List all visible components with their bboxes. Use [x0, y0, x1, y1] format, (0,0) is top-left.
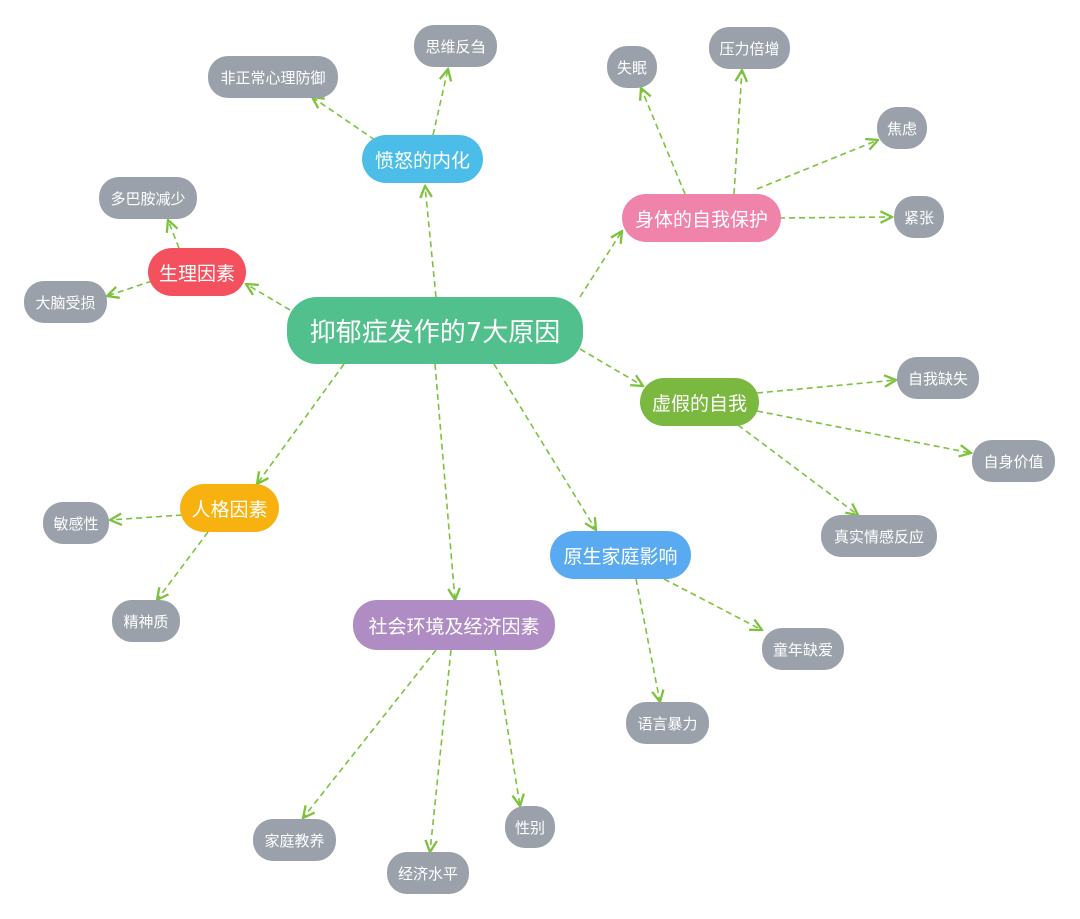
- branch-anger-internalization[interactable]: 愤怒的内化: [362, 135, 483, 183]
- connector-arrow: [434, 363, 455, 600]
- leaf-economic-level[interactable]: 经济水平: [387, 852, 469, 894]
- leaf-true-emotion[interactable]: 真实情感反应: [821, 515, 937, 557]
- connector-arrow: [110, 515, 183, 520]
- connector-arrow: [493, 363, 596, 530]
- leaf-self-loss[interactable]: 自我缺失: [897, 357, 979, 399]
- connector-arrow: [733, 70, 742, 195]
- leaf-pressure[interactable]: 压力倍增: [709, 27, 790, 69]
- leaf-rumination[interactable]: 思维反刍: [414, 25, 497, 67]
- branch-body-self-protection[interactable]: 身体的自我保护: [622, 194, 781, 242]
- connector-arrow: [303, 649, 437, 818]
- connector-arrow: [494, 649, 520, 806]
- edge-group: [107, 69, 971, 852]
- connector-arrow: [432, 69, 448, 136]
- connector-arrow: [157, 531, 209, 600]
- connector-arrow: [430, 649, 452, 852]
- branch-family-of-origin[interactable]: 原生家庭影响: [550, 531, 691, 579]
- connector-arrow: [425, 186, 437, 298]
- branch-false-self[interactable]: 虚假的自我: [640, 378, 759, 426]
- leaf-gender[interactable]: 性别: [505, 806, 555, 848]
- connector-arrow: [107, 280, 153, 296]
- connector-arrow: [257, 363, 345, 484]
- connector-arrow: [635, 578, 660, 702]
- branch-physiological-factors[interactable]: 生理因素: [148, 248, 246, 296]
- connector-arrow: [579, 231, 622, 298]
- central-topic[interactable]: 抑郁症发作的7大原因: [287, 297, 583, 364]
- connector-arrow: [756, 140, 878, 190]
- leaf-insomnia[interactable]: 失眠: [607, 46, 657, 88]
- leaf-family-education[interactable]: 家庭教养: [253, 819, 336, 861]
- connector-arrow: [663, 578, 762, 630]
- leaf-psychoticism[interactable]: 精神质: [112, 600, 180, 642]
- connector-arrow: [168, 220, 180, 249]
- leaf-tension[interactable]: 紧张: [894, 196, 944, 238]
- leaf-brain-damage[interactable]: 大脑受损: [24, 281, 107, 323]
- branch-social-economic[interactable]: 社会环境及经济因素: [353, 600, 555, 650]
- branch-personality-factors[interactable]: 人格因素: [180, 484, 279, 532]
- connector-arrow: [778, 217, 892, 218]
- connector-arrow: [312, 97, 376, 141]
- leaf-verbal-violence[interactable]: 语言暴力: [626, 702, 709, 744]
- leaf-sensitivity[interactable]: 敏感性: [43, 502, 109, 544]
- connector-arrow: [246, 284, 291, 311]
- connector-arrow: [737, 424, 858, 515]
- leaf-self-worth[interactable]: 自身价值: [972, 440, 1055, 482]
- connector-arrow: [756, 380, 896, 394]
- connector-arrow: [756, 410, 971, 453]
- leaf-dopamine[interactable]: 多巴胺减少: [99, 177, 197, 219]
- leaf-childhood-love[interactable]: 童年缺爱: [762, 628, 844, 670]
- leaf-anxiety[interactable]: 焦虑: [877, 107, 927, 149]
- connector-arrow: [641, 88, 686, 195]
- leaf-abnormal-defense[interactable]: 非正常心理防御: [208, 56, 338, 98]
- connector-arrow: [579, 348, 643, 386]
